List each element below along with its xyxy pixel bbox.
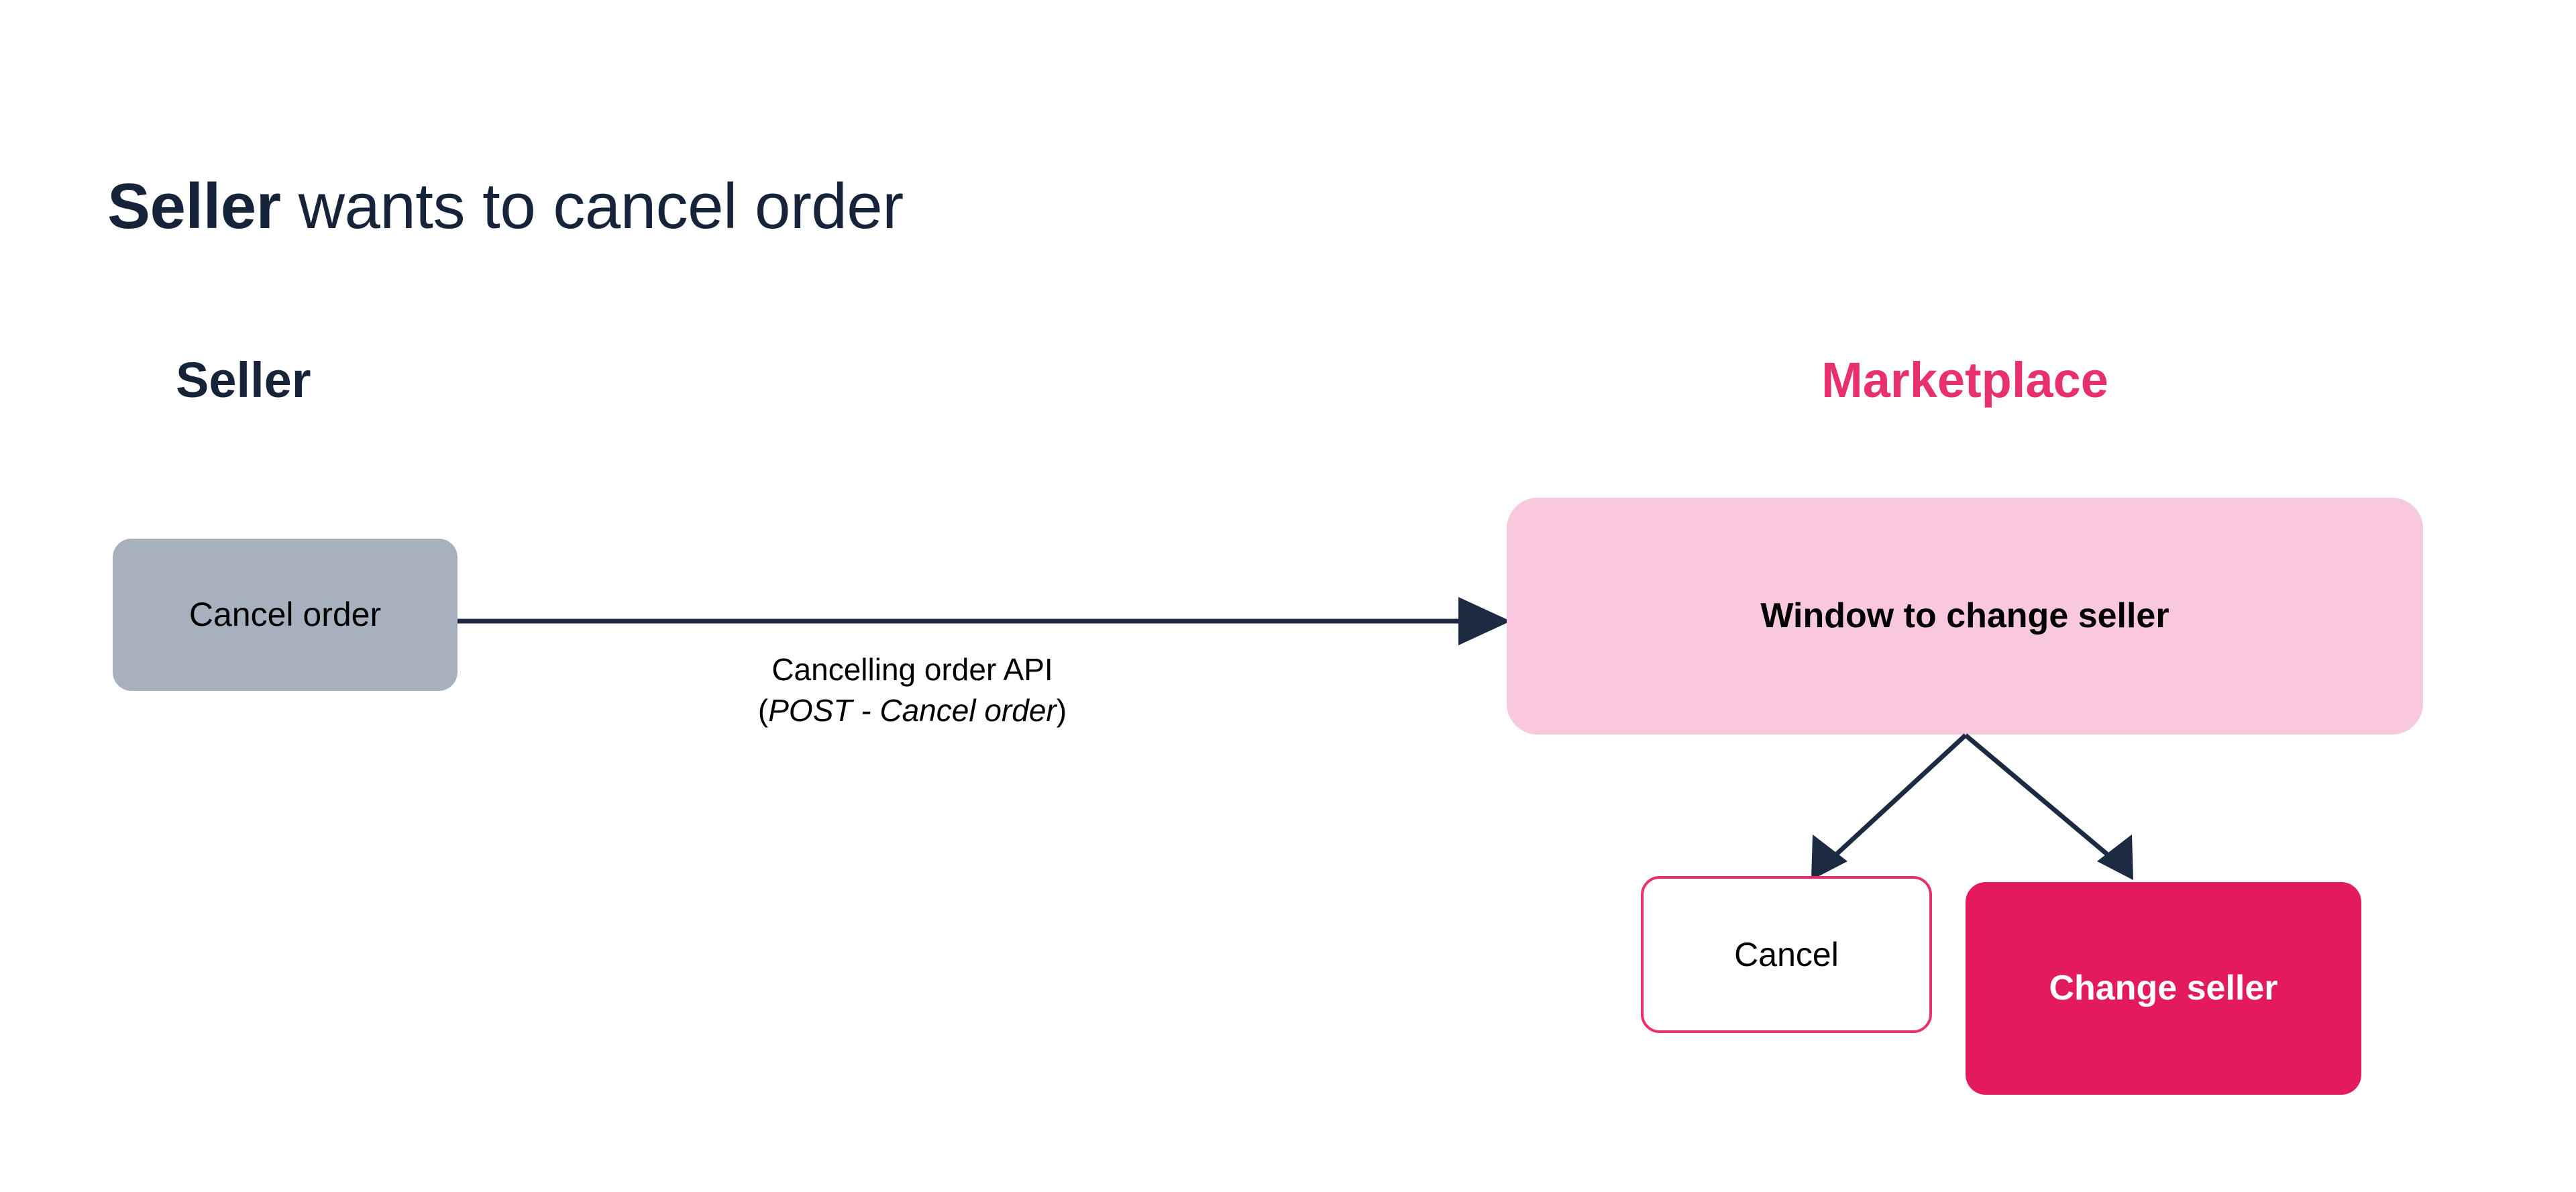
page-title-emphasis: Seller [107,170,281,243]
flow-arrow-seller-to-marketplace [458,597,1511,645]
seller-action-box-label: Cancel order [189,596,382,633]
cancel-button[interactable]: Cancel [1641,876,1932,1033]
caption-open-paren: ( [757,692,769,728]
column-heading-seller: Seller [176,352,311,408]
change-seller-button[interactable]: Change seller [1966,882,2361,1095]
marketplace-window-panel: Window to change seller [1507,498,2423,735]
marketplace-window-title: Window to change seller [1760,596,2169,635]
branch-arrows-panel-to-buttons [1811,733,2133,880]
page-title-rest: wants to cancel order [280,170,904,243]
flow-arrow-caption-line1: Cancelling order API [771,652,1053,687]
flow-arrow-caption-line2: (POST - Cancel order) [510,690,1315,731]
caption-api-method: POST - Cancel order [768,692,1057,728]
page-title: Seller wants to cancel order [107,170,904,243]
caption-close-paren: ) [1056,692,1067,728]
column-heading-marketplace: Marketplace [1821,352,2108,408]
seller-action-box[interactable]: Cancel order [113,539,458,691]
flow-arrow-caption: Cancelling order API (POST - Cancel orde… [510,649,1315,730]
